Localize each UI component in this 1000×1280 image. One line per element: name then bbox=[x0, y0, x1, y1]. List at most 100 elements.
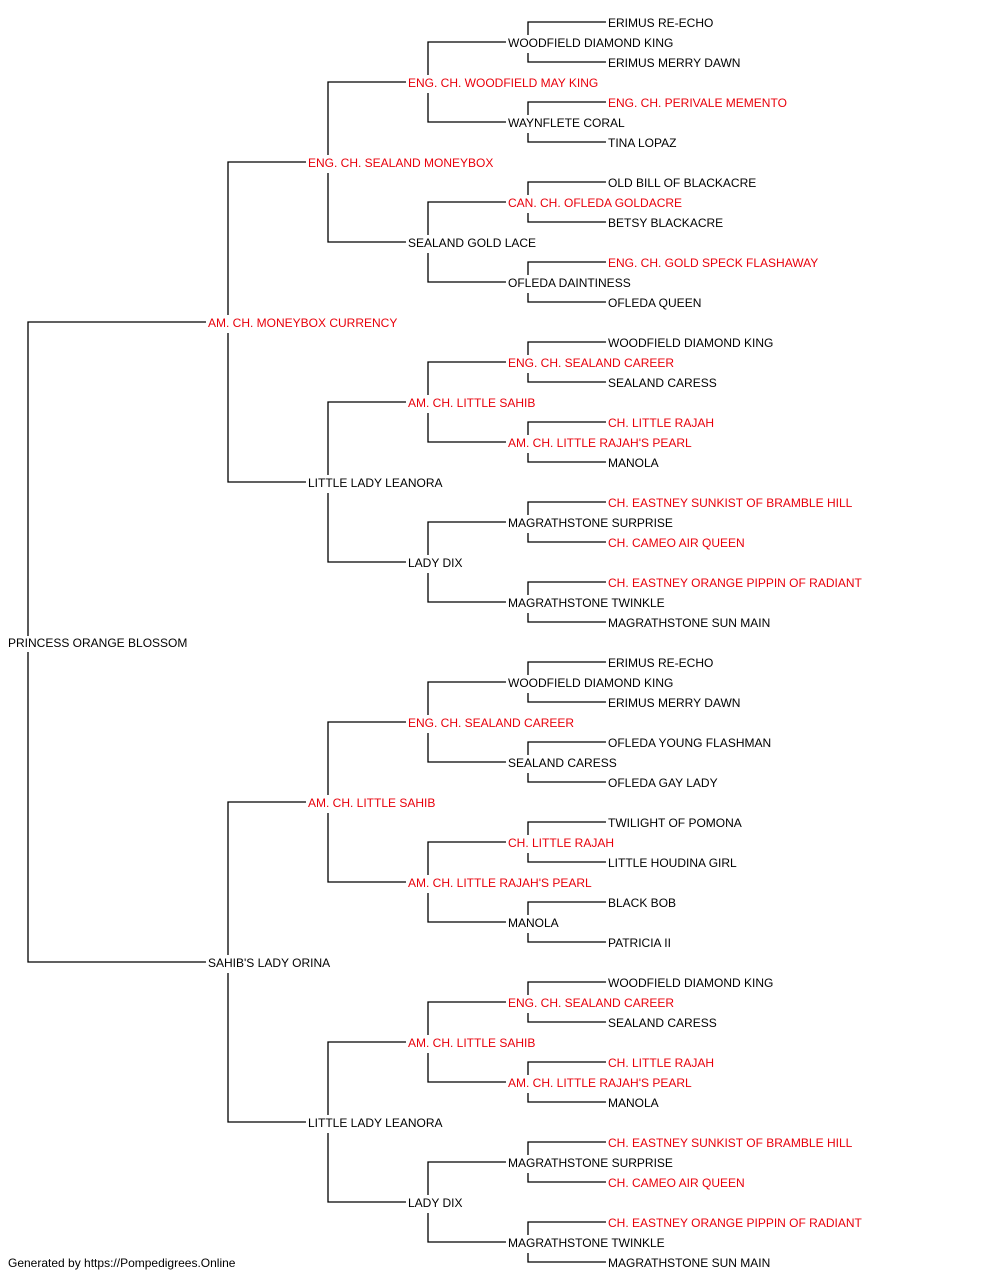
dog-name-champion[interactable]: CH. LITTLE RAJAH bbox=[608, 1056, 714, 1070]
connector-sire bbox=[327, 721, 406, 795]
dog-name-champion[interactable]: CAN. CH. OFLEDA GOLDACRE bbox=[508, 196, 682, 210]
dog-name[interactable]: ERIMUS RE-ECHO bbox=[608, 656, 713, 670]
dog-name-champion[interactable]: CH. LITTLE RAJAH bbox=[508, 836, 614, 850]
dog-name[interactable]: OFLEDA YOUNG FLASHMAN bbox=[608, 736, 771, 750]
dog-name[interactable]: OLD BILL OF BLACKACRE bbox=[608, 176, 756, 190]
dog-name[interactable]: LADY DIX bbox=[408, 556, 462, 570]
dog-name[interactable]: LADY DIX bbox=[408, 1196, 462, 1210]
dog-name[interactable]: LITTLE LADY LEANORA bbox=[308, 1116, 443, 1130]
dog-name-champion[interactable]: ENG. CH. PERIVALE MEMENTO bbox=[608, 96, 787, 110]
dog-name-champion[interactable]: CH. EASTNEY SUNKIST OF BRAMBLE HILL bbox=[608, 1136, 853, 1150]
dog-name-champion[interactable]: CH. CAMEO AIR QUEEN bbox=[608, 1176, 745, 1190]
dog-name[interactable]: OFLEDA QUEEN bbox=[608, 296, 701, 310]
connector-dam bbox=[527, 373, 606, 383]
connector-sire bbox=[527, 901, 606, 915]
dog-name[interactable]: MAGRATHSTONE SURPRISE bbox=[508, 1156, 673, 1170]
connector-dam bbox=[327, 813, 406, 883]
connector-dam bbox=[427, 253, 506, 283]
connector-sire bbox=[427, 1161, 506, 1195]
dog-name[interactable]: WOODFIELD DIAMOND KING bbox=[608, 336, 773, 350]
connector-sire bbox=[527, 261, 606, 275]
connector-sire bbox=[527, 421, 606, 435]
dog-name[interactable]: BLACK BOB bbox=[608, 896, 676, 910]
dog-name[interactable]: LITTLE HOUDINA GIRL bbox=[608, 856, 737, 870]
dog-name-champion[interactable]: CH. EASTNEY SUNKIST OF BRAMBLE HILL bbox=[608, 496, 853, 510]
dog-name[interactable]: OFLEDA GAY LADY bbox=[608, 776, 718, 790]
connector-dam bbox=[427, 413, 506, 443]
dog-name-champion[interactable]: CH. EASTNEY ORANGE PIPPIN OF RADIANT bbox=[608, 1216, 862, 1230]
dog-name-champion[interactable]: AM. CH. LITTLE SAHIB bbox=[308, 796, 435, 810]
dog-name[interactable]: BETSY BLACKACRE bbox=[608, 216, 723, 230]
dog-name[interactable]: SAHIB'S LADY ORINA bbox=[208, 956, 330, 970]
dog-name[interactable]: MANOLA bbox=[508, 916, 559, 930]
connector-dam bbox=[27, 652, 206, 963]
connector-sire bbox=[427, 41, 506, 75]
connector-sire bbox=[527, 1221, 606, 1235]
dog-name[interactable]: TINA LOPAZ bbox=[608, 136, 676, 150]
dog-name-champion[interactable]: CH. EASTNEY ORANGE PIPPIN OF RADIANT bbox=[608, 576, 862, 590]
dog-name[interactable]: MAGRATHSTONE TWINKLE bbox=[508, 1236, 665, 1250]
connector-sire bbox=[427, 521, 506, 555]
dog-name[interactable]: SEALAND CARESS bbox=[508, 756, 617, 770]
connector-dam bbox=[427, 93, 506, 123]
dog-name[interactable]: SEALAND CARESS bbox=[608, 376, 717, 390]
connector-dam bbox=[427, 1213, 506, 1243]
connector-dam bbox=[527, 1093, 606, 1103]
dog-name-champion[interactable]: ENG. CH. SEALAND CAREER bbox=[508, 356, 674, 370]
dog-name-champion[interactable]: ENG. CH. GOLD SPECK FLASHAWAY bbox=[608, 256, 818, 270]
connector-sire bbox=[527, 581, 606, 595]
dog-name[interactable]: WOODFIELD DIAMOND KING bbox=[608, 976, 773, 990]
connector-dam bbox=[327, 173, 406, 243]
connector-dam bbox=[527, 853, 606, 863]
connector-dam bbox=[427, 893, 506, 923]
dog-name-champion[interactable]: AM. CH. LITTLE SAHIB bbox=[408, 1036, 535, 1050]
dog-name[interactable]: PATRICIA II bbox=[608, 936, 671, 950]
dog-name[interactable]: LITTLE LADY LEANORA bbox=[308, 476, 443, 490]
connector-dam bbox=[527, 1253, 606, 1263]
connector-sire bbox=[327, 401, 406, 475]
connector-sire bbox=[327, 1041, 406, 1115]
dog-name[interactable]: OFLEDA DAINTINESS bbox=[508, 276, 631, 290]
dog-name[interactable]: MAGRATHSTONE SUN MAIN bbox=[608, 1256, 770, 1270]
dog-name-champion[interactable]: AM. CH. LITTLE RAJAH'S PEARL bbox=[408, 876, 592, 890]
connector-dam bbox=[327, 1133, 406, 1203]
connector-dam bbox=[527, 453, 606, 463]
connector-sire bbox=[527, 341, 606, 355]
dog-name-champion[interactable]: ENG. CH. SEALAND CAREER bbox=[408, 716, 574, 730]
dog-name[interactable]: SEALAND CARESS bbox=[608, 1016, 717, 1030]
dog-name-champion[interactable]: AM. CH. MONEYBOX CURRENCY bbox=[208, 316, 397, 330]
dog-name-champion[interactable]: ENG. CH. SEALAND CAREER bbox=[508, 996, 674, 1010]
dog-name[interactable]: SEALAND GOLD LACE bbox=[408, 236, 536, 250]
dog-name[interactable]: PRINCESS ORANGE BLOSSOM bbox=[8, 636, 187, 650]
dog-name[interactable]: MANOLA bbox=[608, 456, 659, 470]
dog-name-champion[interactable]: CH. CAMEO AIR QUEEN bbox=[608, 536, 745, 550]
dog-name[interactable]: WAYNFLETE CORAL bbox=[508, 116, 625, 130]
connector-sire bbox=[527, 1141, 606, 1155]
connector-sire bbox=[527, 821, 606, 835]
connector-sire bbox=[527, 101, 606, 115]
connector-dam bbox=[527, 693, 606, 703]
dog-name-champion[interactable]: CH. LITTLE RAJAH bbox=[608, 416, 714, 430]
dog-name[interactable]: ERIMUS RE-ECHO bbox=[608, 16, 713, 30]
connector-dam bbox=[527, 213, 606, 223]
dog-name[interactable]: TWILIGHT OF POMONA bbox=[608, 816, 742, 830]
dog-name[interactable]: ERIMUS MERRY DAWN bbox=[608, 56, 740, 70]
dog-name[interactable]: WOODFIELD DIAMOND KING bbox=[508, 676, 673, 690]
connector-sire bbox=[527, 661, 606, 675]
dog-name-champion[interactable]: AM. CH. LITTLE RAJAH'S PEARL bbox=[508, 436, 692, 450]
dog-name-champion[interactable]: ENG. CH. SEALAND MONEYBOX bbox=[308, 156, 493, 170]
dog-name[interactable]: MAGRATHSTONE TWINKLE bbox=[508, 596, 665, 610]
connector-dam bbox=[527, 53, 606, 63]
dog-name-champion[interactable]: AM. CH. LITTLE RAJAH'S PEARL bbox=[508, 1076, 692, 1090]
connector-sire bbox=[527, 501, 606, 515]
dog-name[interactable]: MAGRATHSTONE SUN MAIN bbox=[608, 616, 770, 630]
connector-dam bbox=[527, 613, 606, 623]
dog-name[interactable]: MAGRATHSTONE SURPRISE bbox=[508, 516, 673, 530]
dog-name[interactable]: WOODFIELD DIAMOND KING bbox=[508, 36, 673, 50]
dog-name[interactable]: ERIMUS MERRY DAWN bbox=[608, 696, 740, 710]
dog-name[interactable]: MANOLA bbox=[608, 1096, 659, 1110]
connector-sire bbox=[27, 321, 206, 636]
dog-name-champion[interactable]: AM. CH. LITTLE SAHIB bbox=[408, 396, 535, 410]
dog-name-champion[interactable]: ENG. CH. WOODFIELD MAY KING bbox=[408, 76, 598, 90]
